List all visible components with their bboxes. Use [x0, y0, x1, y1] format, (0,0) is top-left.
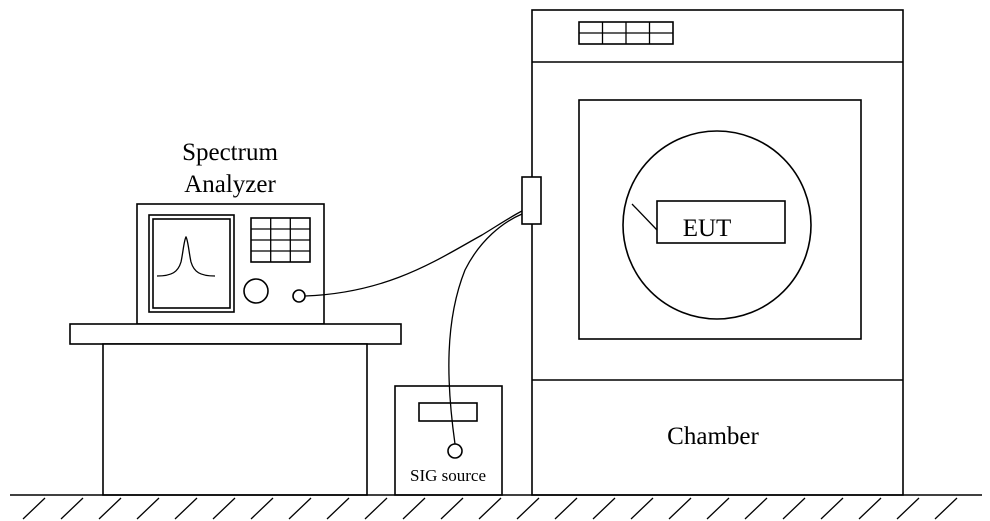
ground-hatch-mark — [630, 497, 654, 520]
ground-hatch-mark — [440, 497, 464, 520]
ground-hatch-mark — [174, 497, 198, 520]
analyzer-knob — [243, 278, 269, 304]
ground-hatch-mark — [744, 497, 768, 520]
ground-hatching — [22, 497, 958, 520]
ground-hatch-mark — [250, 497, 274, 520]
eut-lead — [631, 203, 658, 231]
ground-hatch-mark — [478, 497, 502, 520]
analyzer-keypad — [250, 217, 311, 263]
analyzer-label-line1: Spectrum — [182, 139, 278, 166]
sig-source-cable — [448, 213, 523, 445]
ground-hatch-mark — [668, 497, 692, 520]
analyzer-label-line2: Analyzer — [184, 171, 276, 198]
ground-hatch-mark — [288, 497, 312, 520]
chamber-label: Chamber — [667, 423, 759, 450]
ground-hatch-mark — [22, 497, 46, 520]
ground-hatch-mark — [136, 497, 160, 520]
analyzer-cable — [304, 210, 523, 297]
spectrum-analyzer — [136, 203, 325, 325]
eut-label: EUT — [683, 215, 732, 242]
analyzer-peak-trace — [156, 235, 216, 277]
ground-hatch-mark — [364, 497, 388, 520]
sig-source-display — [418, 402, 478, 422]
ground-hatch-mark — [934, 497, 958, 520]
ground-hatch-mark — [896, 497, 920, 520]
ground-hatch-mark — [98, 497, 122, 520]
sig-source-label: SIG source — [410, 466, 486, 485]
ground-hatch-mark — [212, 497, 236, 520]
ground-hatch-mark — [858, 497, 882, 520]
ground-hatch-mark — [592, 497, 616, 520]
ground-hatch-mark — [402, 497, 426, 520]
ground-hatch-mark — [706, 497, 730, 520]
ground-hatch-mark — [326, 497, 350, 520]
table-base — [102, 343, 368, 496]
ground-hatch-mark — [516, 497, 540, 520]
ground-hatch-mark — [554, 497, 578, 520]
analyzer-rf-port — [292, 289, 306, 303]
chamber-feedthrough — [521, 176, 542, 225]
table-top — [69, 323, 402, 345]
signal-source: SIG source — [394, 385, 503, 496]
ground-hatch-mark — [820, 497, 844, 520]
eut-box — [656, 200, 786, 244]
ground-hatch-mark — [782, 497, 806, 520]
table — [69, 323, 402, 496]
chamber-control-panel — [578, 21, 674, 45]
chamber: EUT Chamber — [521, 9, 904, 496]
ground — [10, 494, 982, 520]
sig-source-port — [447, 443, 463, 459]
ground-hatch-mark — [60, 497, 84, 520]
